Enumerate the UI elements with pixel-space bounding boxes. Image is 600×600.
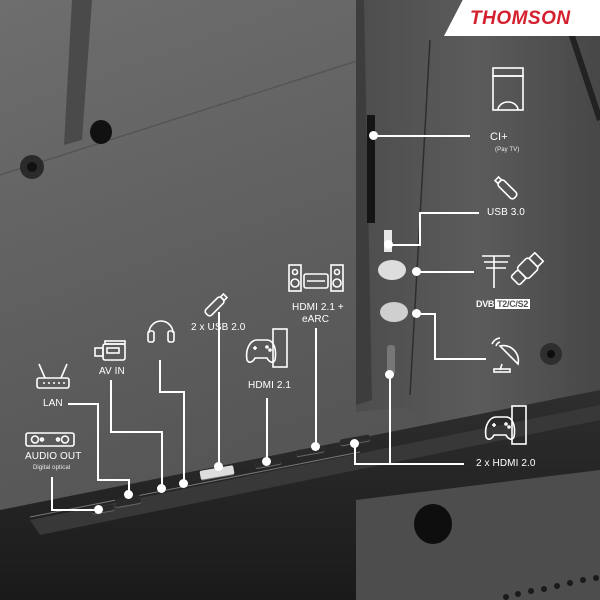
satellite-dish-icon	[491, 337, 520, 373]
brand-name: THOMSON	[470, 8, 571, 29]
usb-stick-icon	[493, 175, 518, 200]
dot-usb2	[214, 462, 223, 471]
label-ci: CI+	[490, 131, 508, 143]
dot-av	[157, 484, 166, 493]
leader-hdmi21	[266, 398, 268, 460]
leader-usb3-c	[419, 212, 479, 214]
leader-usb3-b	[419, 212, 421, 246]
leader-lan-c	[97, 479, 129, 481]
dot-earc	[311, 442, 320, 451]
leader-usb3-a	[388, 244, 420, 246]
router-icon	[36, 363, 70, 389]
dot-hdmi20-b	[350, 439, 359, 448]
leader-lan-a	[68, 403, 98, 405]
leader-usb2	[218, 312, 220, 466]
game-console-icon	[484, 405, 527, 445]
brand-logo: THOMSON	[444, 0, 600, 36]
dot-hdmi21	[262, 457, 271, 466]
leader-sat-a	[416, 313, 436, 315]
leader-av-b	[110, 431, 162, 433]
dot-hdmi20-a	[385, 370, 394, 379]
dot-ci	[369, 131, 378, 140]
sublabel-ci: (Pay TV)	[495, 147, 520, 153]
leader-av-a	[110, 380, 112, 432]
leader-audio-b	[51, 509, 99, 511]
optical-audio-icon	[25, 432, 75, 447]
sublabel-audio-out: Digital optical	[33, 465, 71, 471]
ci-card-icon	[492, 67, 524, 111]
leader-sat-c	[434, 358, 486, 360]
dot-lan	[124, 490, 133, 499]
coax-plug-icon	[510, 251, 545, 286]
leader-hdmi20-a	[389, 374, 391, 464]
leader-sat-b	[434, 313, 436, 360]
dot-hp	[179, 479, 188, 488]
label-usb2: 2 x USB 2.0	[191, 322, 246, 333]
dot-usb3	[384, 240, 393, 249]
label-hdmi21: HDMI 2.1	[248, 380, 292, 391]
label-usb3: USB 3.0	[487, 207, 525, 218]
leader-hp-a	[159, 360, 161, 392]
dot-sat	[412, 309, 421, 318]
label-lan: LAN	[43, 398, 63, 409]
leader-lan-d	[128, 479, 130, 493]
label-audio-out: AUDIO OUT	[25, 451, 82, 462]
label-hdmi20: 2 x HDMI 2.0	[476, 458, 536, 469]
label-avin: AV IN	[99, 366, 125, 377]
leader-hp-b	[159, 391, 184, 393]
soundbar-speakers-icon	[288, 264, 344, 292]
leader-av-c	[161, 431, 163, 486]
camcorder-icon	[94, 340, 126, 361]
usb-stick-icon-2	[204, 292, 229, 317]
dot-antenna	[412, 267, 421, 276]
dot-audio	[94, 505, 103, 514]
leader-ci	[375, 135, 470, 137]
headphones-icon	[147, 320, 175, 343]
leader-antenna	[416, 271, 474, 273]
leader-lan-b	[97, 403, 99, 480]
leader-earc	[315, 328, 317, 446]
antenna-icon	[482, 255, 510, 288]
leader-hdmi20-b	[354, 444, 356, 464]
label-earc-2: eARC	[302, 314, 330, 325]
game-console-icon-hdmi21	[245, 328, 288, 368]
leader-hdmi20-c	[354, 463, 464, 465]
leader-hp-c	[183, 391, 185, 481]
label-earc-1: HDMI 2.1 +	[292, 302, 344, 313]
leader-audio-a	[51, 477, 53, 510]
